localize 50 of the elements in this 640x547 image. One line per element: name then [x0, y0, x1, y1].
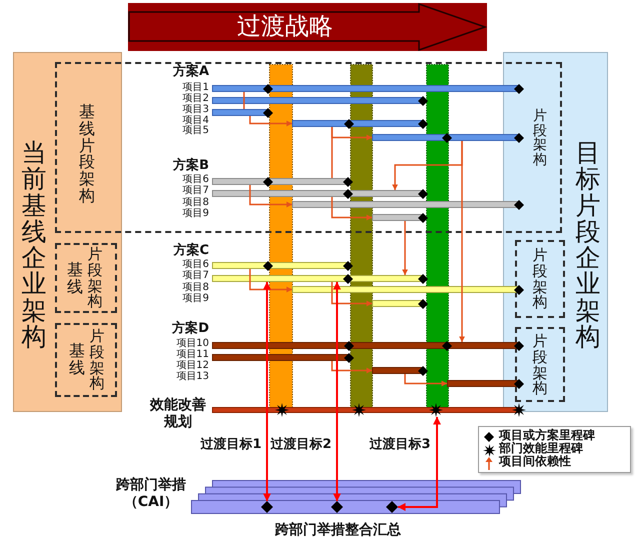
project-label: 项目7	[182, 185, 209, 197]
pillar-label: 过渡目标1	[200, 437, 262, 453]
project-label: 项目3	[182, 104, 209, 116]
connector-arrow	[263, 282, 271, 502]
stack-label: 跨部门举措（CAI）	[115, 477, 187, 511]
box-label: 片段架构	[532, 248, 548, 311]
project-bar	[447, 380, 519, 387]
box-label: 片段架构	[86, 247, 104, 310]
project-label: 项目12	[175, 360, 209, 372]
program-label: 方案D	[170, 321, 209, 337]
project-label: 项目6	[182, 259, 209, 270]
legend-label: 项目或方案里程碑	[499, 428, 596, 442]
box-label: 基线	[66, 262, 84, 296]
pillar-label: 过渡目标2	[270, 437, 332, 453]
box-label: 片段架构	[88, 329, 106, 392]
project-label: 项目5	[182, 125, 209, 137]
segment-label: 基线片段架构	[78, 104, 96, 205]
project-label: 项目13	[175, 371, 209, 383]
project-label: 项目9	[182, 208, 209, 220]
project-label: 项目8	[182, 197, 209, 208]
program-label: 方案C	[172, 243, 209, 259]
pillar-label: 过渡目标3	[369, 437, 431, 453]
architecture-panel	[503, 52, 608, 412]
connector-arrow	[398, 416, 441, 511]
panel-title: 目标片段企业架构	[574, 140, 602, 350]
dashed-box	[55, 243, 117, 313]
connector-arrow	[459, 141, 465, 342]
legend-label: 项目间依赖性	[499, 454, 571, 468]
architecture-panel	[13, 52, 122, 412]
project-label: 项目4	[182, 115, 209, 126]
stack-label: 跨部门举措整合汇总	[274, 522, 402, 539]
box-label: 基线	[68, 343, 86, 377]
project-label: 项目1	[182, 82, 209, 94]
legend-label: 部门效能里程碑	[499, 440, 583, 455]
bar-label: 效能改善规划	[148, 397, 207, 431]
program-label: 方案B	[172, 158, 209, 174]
project-label: 项目11	[175, 349, 209, 360]
program-label: 方案A	[172, 64, 209, 80]
banner-title: 过渡战略	[236, 12, 334, 41]
project-label: 项目9	[182, 293, 209, 305]
dashed-box	[55, 323, 117, 397]
connector-line	[243, 92, 245, 109]
panel-title: 当前基线企业架构	[20, 140, 48, 350]
segment-label: 片段架构	[532, 109, 548, 168]
project-label: 项目8	[182, 282, 209, 294]
project-label: 项目6	[182, 174, 209, 186]
project-label: 项目7	[182, 270, 209, 282]
box-label: 片段架构	[532, 334, 548, 397]
project-label: 项目10	[175, 338, 209, 350]
project-label: 项目2	[182, 93, 209, 104]
